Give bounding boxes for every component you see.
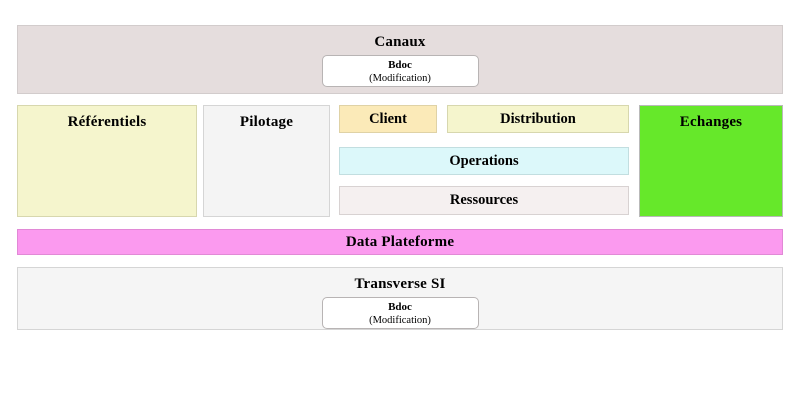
block-ressources-title: Ressources (449, 192, 519, 208)
block-operations-title: Operations (449, 153, 519, 169)
block-echanges-title: Echanges (679, 114, 743, 130)
block-ressources[interactable]: Ressources (339, 186, 629, 215)
transverse-bdoc-card[interactable]: Bdoc (Modification) (321, 296, 479, 329)
transverse-bdoc-subtitle: (Modification) (369, 314, 431, 326)
layer-data-plateforme-title: Data Plateforme (345, 234, 455, 250)
block-distribution[interactable]: Distribution (447, 105, 629, 133)
layer-canaux-title: Canaux (374, 34, 426, 50)
block-client[interactable]: Client (339, 105, 437, 133)
canaux-bdoc-name: Bdoc (388, 58, 412, 71)
block-referentiels[interactable]: Référentiels (17, 105, 197, 217)
layer-metier: Référentiels Pilotage Client Distributio… (17, 105, 783, 217)
canaux-bdoc-card[interactable]: Bdoc (Modification) (321, 54, 479, 87)
canaux-bdoc-subtitle: (Modification) (369, 72, 431, 84)
layer-canaux[interactable]: Canaux Bdoc (Modification) (17, 25, 783, 94)
architecture-diagram: Canaux Bdoc (Modification) Référentiels … (17, 25, 783, 330)
domain-stack: Client Distribution Operations Ressource… (339, 105, 629, 217)
transverse-bdoc-name: Bdoc (388, 300, 412, 313)
block-pilotage[interactable]: Pilotage (203, 105, 330, 217)
layer-transverse-si[interactable]: Transverse SI Bdoc (Modification) (17, 267, 783, 330)
block-referentiels-title: Référentiels (67, 114, 147, 130)
block-pilotage-title: Pilotage (239, 114, 294, 130)
block-operations[interactable]: Operations (339, 147, 629, 175)
layer-data-plateforme[interactable]: Data Plateforme (17, 229, 783, 255)
block-distribution-title: Distribution (500, 111, 576, 127)
block-echanges[interactable]: Echanges (639, 105, 783, 217)
layer-transverse-si-title: Transverse SI (354, 276, 446, 292)
block-client-title: Client (369, 111, 407, 127)
